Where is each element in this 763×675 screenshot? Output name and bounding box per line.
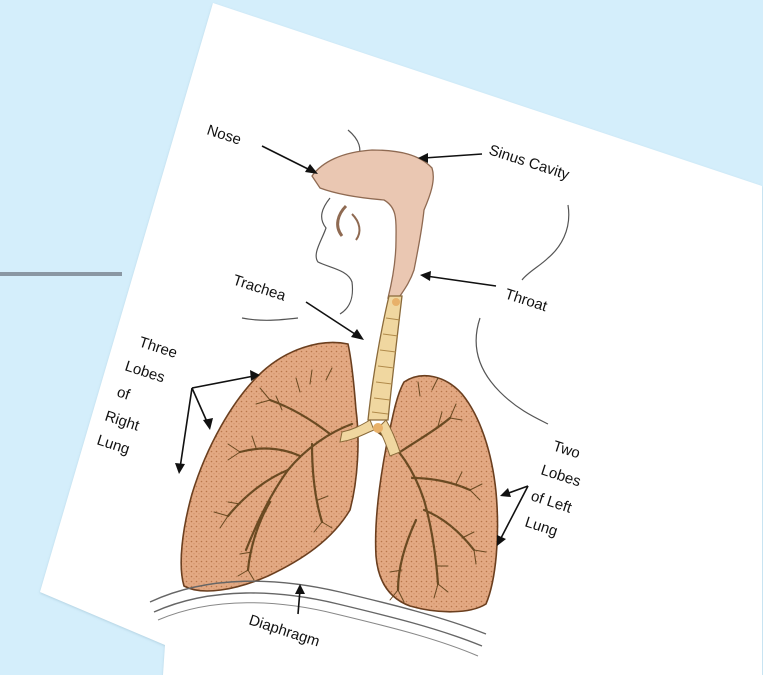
respiratory-diagram: Nose Sinus Cavity Trachea Throat Three L… [0, 0, 763, 675]
slide-canvas: Nose Sinus Cavity Trachea Throat Three L… [0, 0, 763, 675]
